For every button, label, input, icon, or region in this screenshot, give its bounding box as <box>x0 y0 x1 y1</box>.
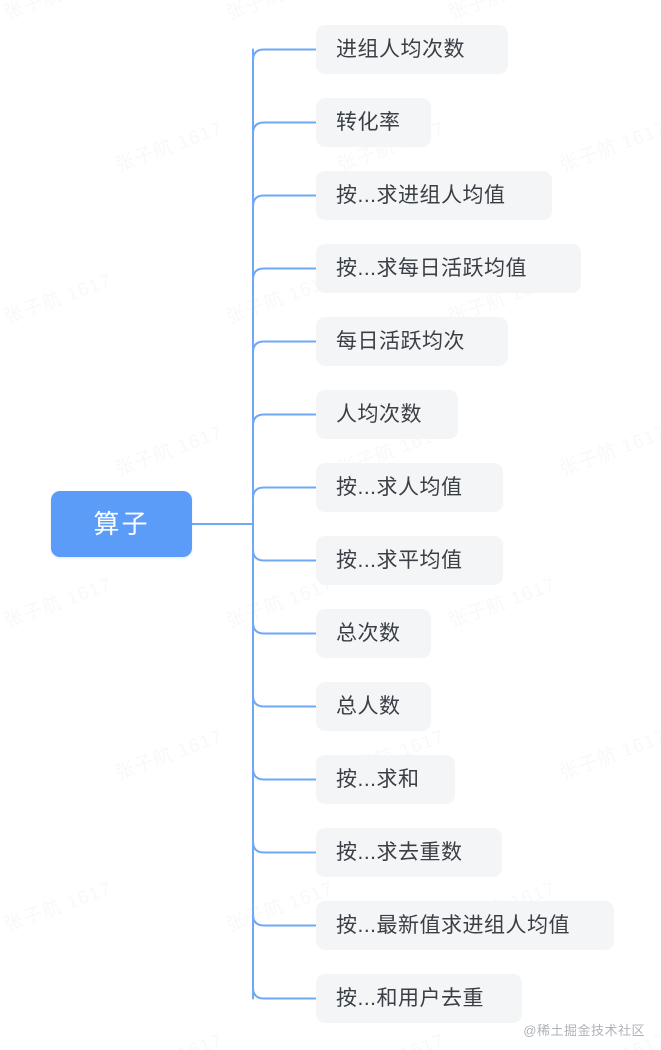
watermark-text: 张子航 1617 <box>0 418 4 482</box>
connector-branch <box>252 413 317 427</box>
watermark-text: 张子航 1617 <box>111 114 226 178</box>
mindmap-node-label: 按...求人均值 <box>336 476 463 499</box>
watermark-text: 张子航 1617 <box>111 1026 226 1050</box>
mindmap-node[interactable]: 按...求进组人均值 <box>316 171 552 220</box>
mindmap-node[interactable]: 按...求每日活跃均值 <box>316 244 581 293</box>
connector-branch <box>252 767 317 781</box>
watermark-text: 张子航 1617 <box>111 418 226 482</box>
mindmap-node[interactable]: 按...求和 <box>316 755 455 804</box>
mindmap-node-label: 按...求和 <box>336 768 420 791</box>
connector-branch <box>252 840 317 854</box>
connector-branch <box>252 340 317 354</box>
root-node-label: 算子 <box>93 509 150 539</box>
mindmap-node[interactable]: 转化率 <box>316 98 431 147</box>
watermark-text: 张子航 1617 <box>222 0 337 25</box>
connector-branch <box>252 121 317 135</box>
mindmap-node-label: 按...求每日活跃均值 <box>336 257 528 280</box>
watermark-text: 张子航 1617 <box>111 722 226 786</box>
mindmap-node[interactable]: 按...求去重数 <box>316 828 502 877</box>
mindmap-node[interactable]: 总人数 <box>316 682 431 731</box>
connector-branch <box>252 986 317 1000</box>
mindmap-node[interactable]: 按...和用户去重 <box>316 974 522 1023</box>
mindmap-node-label: 总次数 <box>336 622 401 645</box>
watermark-text: 张子航 1617 <box>0 114 4 178</box>
attribution-label: @稀土掘金技术社区 <box>523 1023 645 1038</box>
mindmap-node-label: 人均次数 <box>336 403 422 426</box>
mindmap-node-label: 按...求平均值 <box>336 549 463 572</box>
mindmap-node[interactable]: 每日活跃均次 <box>316 317 508 366</box>
mindmap-node-label: 按...和用户去重 <box>336 987 485 1010</box>
watermark-text: 张子航 1617 <box>0 266 115 330</box>
mindmap-node-label: 每日活跃均次 <box>336 330 465 353</box>
watermark-text: 张子航 1617 <box>333 1026 448 1050</box>
connector-branch <box>252 548 317 562</box>
watermark-text: 张子航 1617 <box>555 418 661 482</box>
mindmap-node[interactable]: 人均次数 <box>316 390 458 439</box>
connector-branch <box>252 621 317 635</box>
mindmap-node-label: 按...求去重数 <box>336 841 463 864</box>
watermark-text: 张子航 1617 <box>555 722 661 786</box>
mindmap-node[interactable]: 总次数 <box>316 609 431 658</box>
mindmap-node-label: 转化率 <box>336 111 401 134</box>
mindmap-node[interactable]: 按...最新值求进组人均值 <box>316 901 614 950</box>
connector-branch <box>252 486 317 500</box>
watermark-text: 张子航 1617 <box>0 874 115 938</box>
connector-branch <box>252 694 317 708</box>
watermark-text: 张子航 1617 <box>0 1026 4 1050</box>
watermark-text: 张子航 1617 <box>0 0 115 25</box>
mindmap-node-label: 按...求进组人均值 <box>336 184 506 207</box>
connector-branch <box>252 913 317 927</box>
mindmap-node[interactable]: 按...求人均值 <box>316 463 503 512</box>
mindmap-node-label: 按...最新值求进组人均值 <box>336 914 571 937</box>
mindmap-node[interactable]: 按...求平均值 <box>316 536 503 585</box>
connector-branch <box>252 267 317 281</box>
watermark-text: 张子航 1617 <box>444 0 559 25</box>
watermark-text: 张子航 1617 <box>555 114 661 178</box>
mindmap-node-label: 进组人均次数 <box>336 38 465 61</box>
root-node[interactable]: 算子 <box>51 491 192 557</box>
mindmap-node[interactable]: 进组人均次数 <box>316 25 508 74</box>
watermark-text: 张子航 1617 <box>0 722 4 786</box>
watermark-text: 张子航 1617 <box>0 570 115 634</box>
connector-branch <box>252 48 317 62</box>
connector-branch <box>252 194 317 208</box>
mindmap-node-label: 总人数 <box>336 695 401 718</box>
